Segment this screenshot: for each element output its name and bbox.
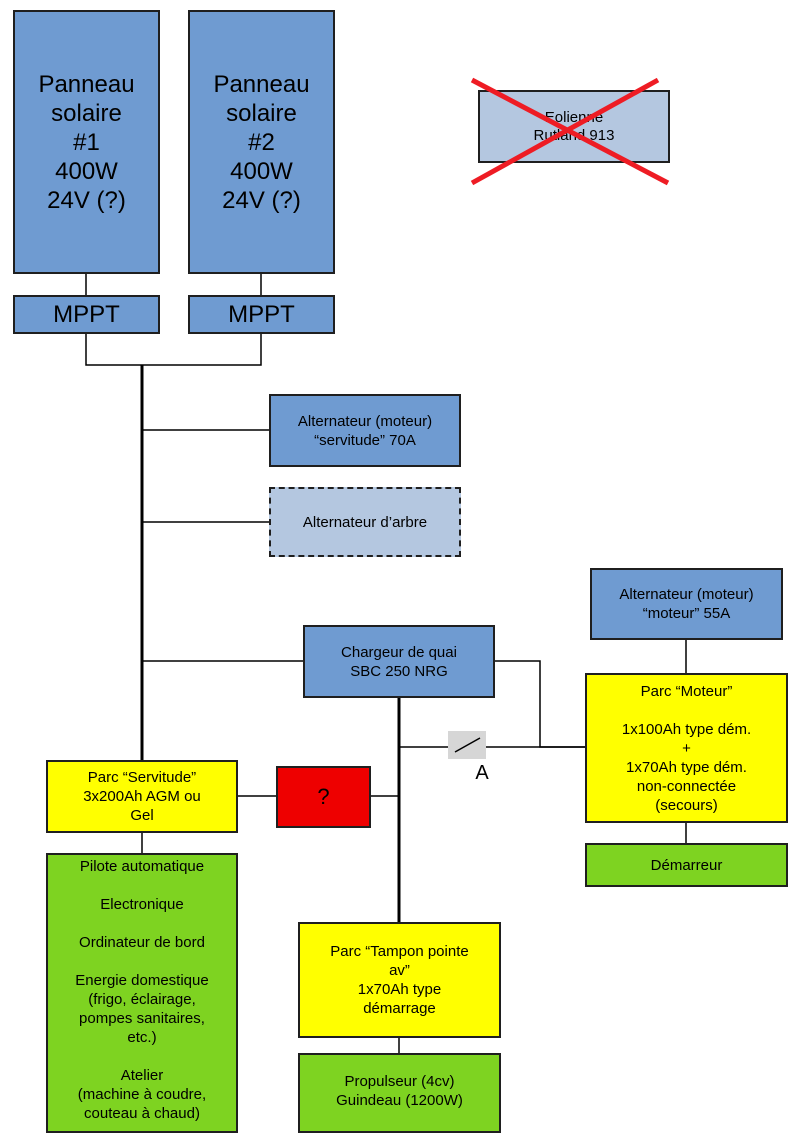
consumers-servitude-label: Pilote automatique Electronique Ordinate… — [75, 858, 209, 1122]
switch-a-blade — [454, 737, 481, 753]
switch-a-label: A — [475, 762, 489, 784]
unknown-component: ? — [276, 766, 371, 828]
bow-thruster-windlass: Propulseur (4cv) Guindeau (1200W) — [298, 1053, 501, 1133]
battery-bank-servitude: Parc “Servitude” 3x200Ah AGM ou Gel — [46, 760, 238, 833]
battery-bank-moteur: Parc “Moteur” 1x100Ah type dém. + 1x70Ah… — [585, 673, 788, 823]
shore-charger: Chargeur de quai SBC 250 NRG — [303, 625, 495, 698]
solar-panel-2-label: Panneau solaire #2 400W 24V (?) — [213, 70, 310, 214]
bow-thruster-windlass-label: Propulseur (4cv) Guindeau (1200W) — [336, 1073, 463, 1109]
alternator-moteur: Alternateur (moteur) “moteur” 55A — [590, 568, 783, 640]
starter: Démarreur — [585, 843, 788, 887]
battery-bank-tampon-label: Parc “Tampon pointe av” 1x70Ah type déma… — [330, 943, 469, 1017]
battery-bank-servitude-label: Parc “Servitude” 3x200Ah AGM ou Gel — [83, 769, 201, 824]
alternator-servitude: Alternateur (moteur) “servitude” 70A — [269, 394, 461, 467]
starter-label: Démarreur — [650, 856, 723, 874]
mppt-2-label: MPPT — [228, 300, 295, 328]
solar-panel-2: Panneau solaire #2 400W 24V (?) — [188, 10, 335, 274]
alternator-servitude-label: Alternateur (moteur) “servitude” 70A — [297, 412, 433, 449]
alternator-moteur-label: Alternateur (moteur) “moteur” 55A — [619, 586, 754, 622]
wire-mppt-junction — [85, 333, 262, 366]
solar-panel-1: Panneau solaire #1 400W 24V (?) — [13, 10, 160, 274]
shaft-alternator: Alternateur d’arbre — [269, 487, 461, 557]
unknown-component-label: ? — [317, 784, 330, 809]
shore-charger-label: Chargeur de quai SBC 250 NRG — [341, 643, 457, 680]
battery-bank-tampon: Parc “Tampon pointe av” 1x70Ah type déma… — [298, 922, 501, 1038]
solar-panel-1-label: Panneau solaire #1 400W 24V (?) — [38, 70, 135, 214]
mppt-1: MPPT — [13, 295, 160, 334]
shaft-alternator-label: Alternateur d’arbre — [302, 513, 428, 531]
mppt-2: MPPT — [188, 295, 335, 334]
mppt-1-label: MPPT — [53, 300, 120, 328]
battery-bank-moteur-label: Parc “Moteur” 1x100Ah type dém. + 1x70Ah… — [621, 682, 752, 814]
consumers-servitude: Pilote automatique Electronique Ordinate… — [46, 853, 238, 1133]
